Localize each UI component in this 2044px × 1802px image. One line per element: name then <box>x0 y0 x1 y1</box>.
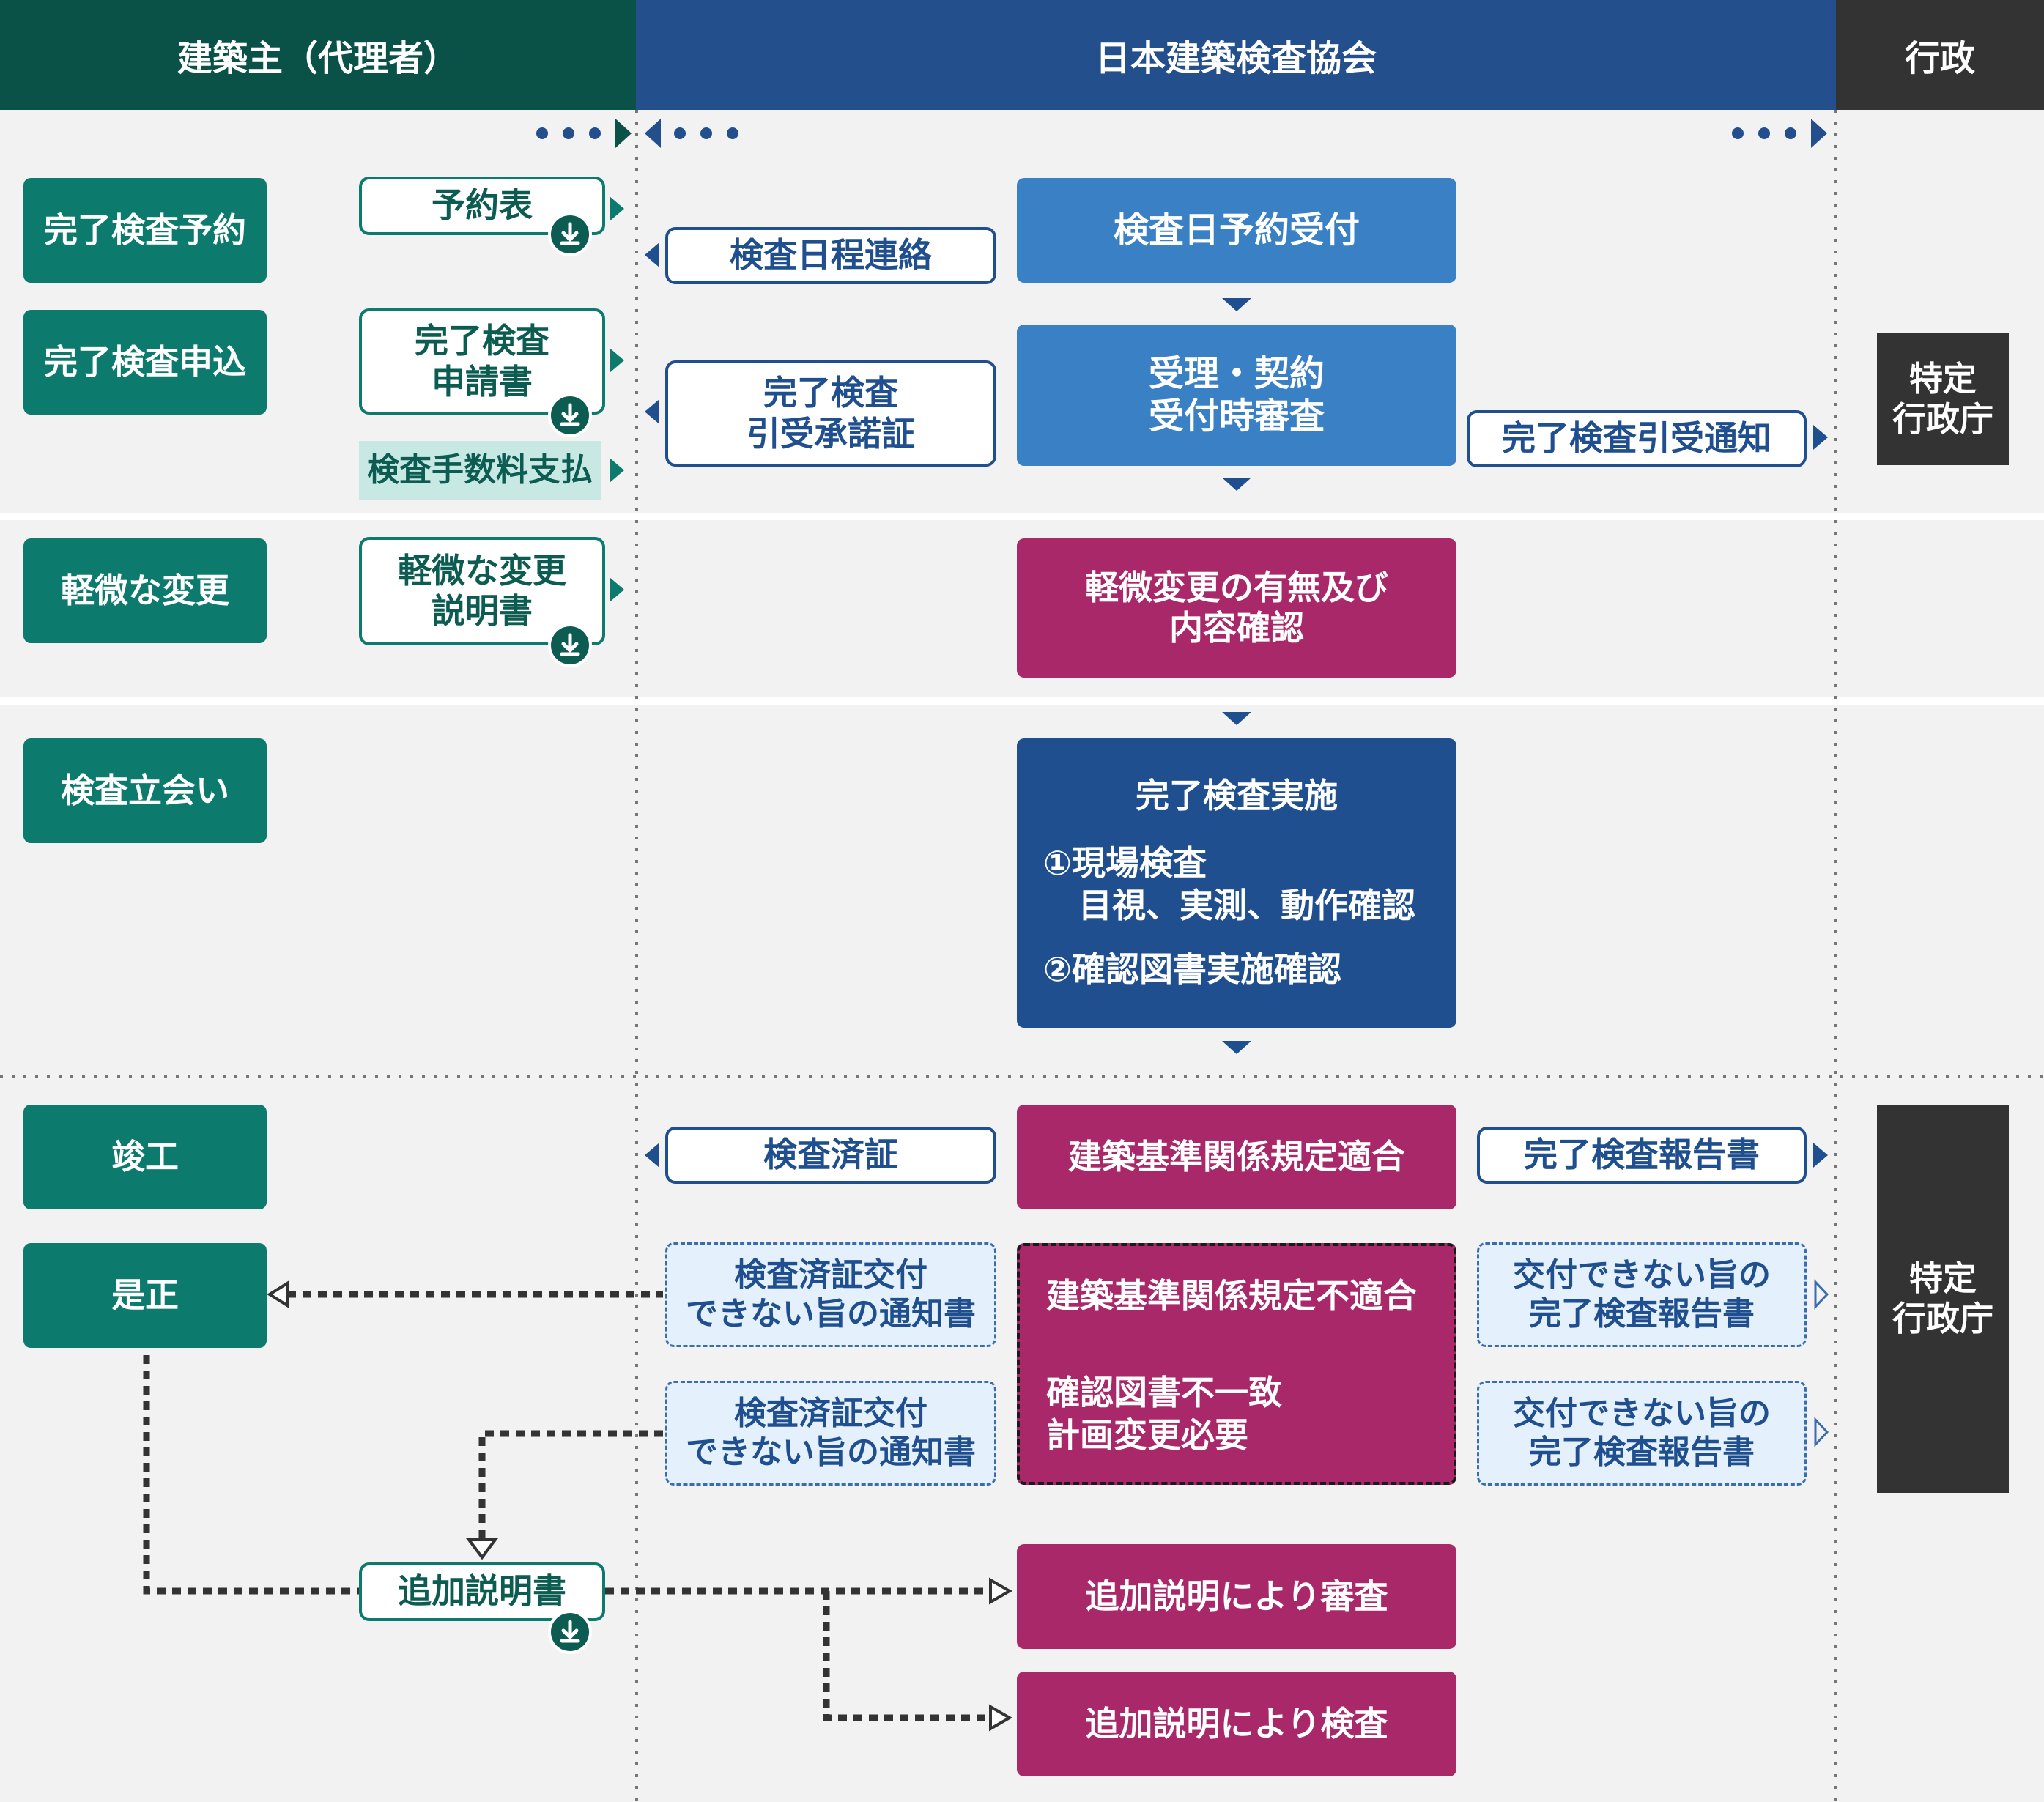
proc-contract: 受理・契約 受付時審査 <box>1017 325 1456 466</box>
step-witness: 検査立会い <box>23 738 267 843</box>
arrow-left-icon <box>645 242 659 1168</box>
nonconform-title: 建築基準関係規定不適合 <box>1046 1276 1417 1316</box>
step-correction: 是正 <box>23 1243 267 1348</box>
download-icon[interactable] <box>548 393 592 437</box>
correction-loop-line <box>143 1291 989 1721</box>
nonconform-detail: 確認図書不一致 計画変更必要 <box>1046 1373 1282 1455</box>
inspection-item-2: ②確認図書実施確認 <box>1043 949 1341 989</box>
top-flow-indicator <box>536 119 1827 148</box>
download-icon[interactable] <box>548 1610 592 1654</box>
proc-inspection: 完了検査実施 ①現場検査 目視、実測、動作確認 ②確認図書実施確認 <box>1017 738 1456 1028</box>
out-certificate: 検査済証 <box>665 1127 996 1184</box>
gov-agency-1: 特定 行政庁 <box>1877 333 2009 465</box>
header-association: 日本建築検査協会 <box>636 0 1836 110</box>
out-acceptance-cert: 完了検査 引受承諾証 <box>665 360 996 467</box>
header-owner: 建築主（代理者） <box>0 0 636 110</box>
step-reservation: 完了検査予約 <box>23 178 267 283</box>
proc-conform: 建築基準関係規定適合 <box>1017 1105 1456 1209</box>
proc-minor-change-check: 軽微変更の有無及び 内容確認 <box>1017 538 1456 678</box>
gov-report: 完了検査報告書 <box>1477 1127 1807 1184</box>
arrow-right-icon <box>1813 425 1828 1168</box>
proc-inspect-additional: 追加説明により検査 <box>1017 1672 1456 1776</box>
proc-review-additional: 追加説明により審査 <box>1017 1544 1456 1649</box>
proc-reservation-accept: 検査日予約受付 <box>1017 178 1456 283</box>
arrow-right-icon <box>610 196 624 602</box>
gov-non-issue-report-2: 交付できない旨の 完了検査報告書 <box>1477 1381 1807 1486</box>
inspection-title: 完了検査実施 <box>1136 776 1338 815</box>
arrow-right-icon <box>1814 1279 1829 1447</box>
out-schedule-notice: 検査日程連絡 <box>665 227 996 284</box>
inspection-item-1-detail: 目視、実測、動作確認 <box>1078 886 1415 925</box>
doc-application-form[interactable]: 完了検査 申請書 <box>359 308 605 415</box>
step-completion: 竣工 <box>23 1105 267 1209</box>
phase-separator <box>0 697 2044 705</box>
out-non-issue-notice-1: 検査済証交付 できない旨の通知書 <box>665 1242 996 1347</box>
out-non-issue-notice-2: 検査済証交付 できない旨の通知書 <box>665 1381 996 1486</box>
step-application: 完了検査申込 <box>23 310 267 415</box>
header-government: 行政 <box>1836 0 2044 110</box>
gov-non-issue-report-1: 交付できない旨の 完了検査報告書 <box>1477 1242 1807 1347</box>
arrow-down-icon <box>1222 298 1251 1054</box>
proc-nonconform: 建築基準関係規定不適合 確認図書不一致 計画変更必要 <box>1017 1243 1456 1485</box>
arrow-head-icon <box>267 1280 1013 1732</box>
phase-separator <box>0 513 2044 520</box>
gov-acceptance-notice: 完了検査引受通知 <box>1467 410 1807 467</box>
download-icon[interactable] <box>548 212 592 256</box>
inspection-item-1: ①現場検査 <box>1043 843 1207 883</box>
download-icon[interactable] <box>548 623 592 667</box>
fee-payment: 検査手数料支払 <box>359 441 601 500</box>
step-minor-change: 軽微な変更 <box>23 538 267 643</box>
gov-agency-2: 特定 行政庁 <box>1877 1105 2009 1493</box>
